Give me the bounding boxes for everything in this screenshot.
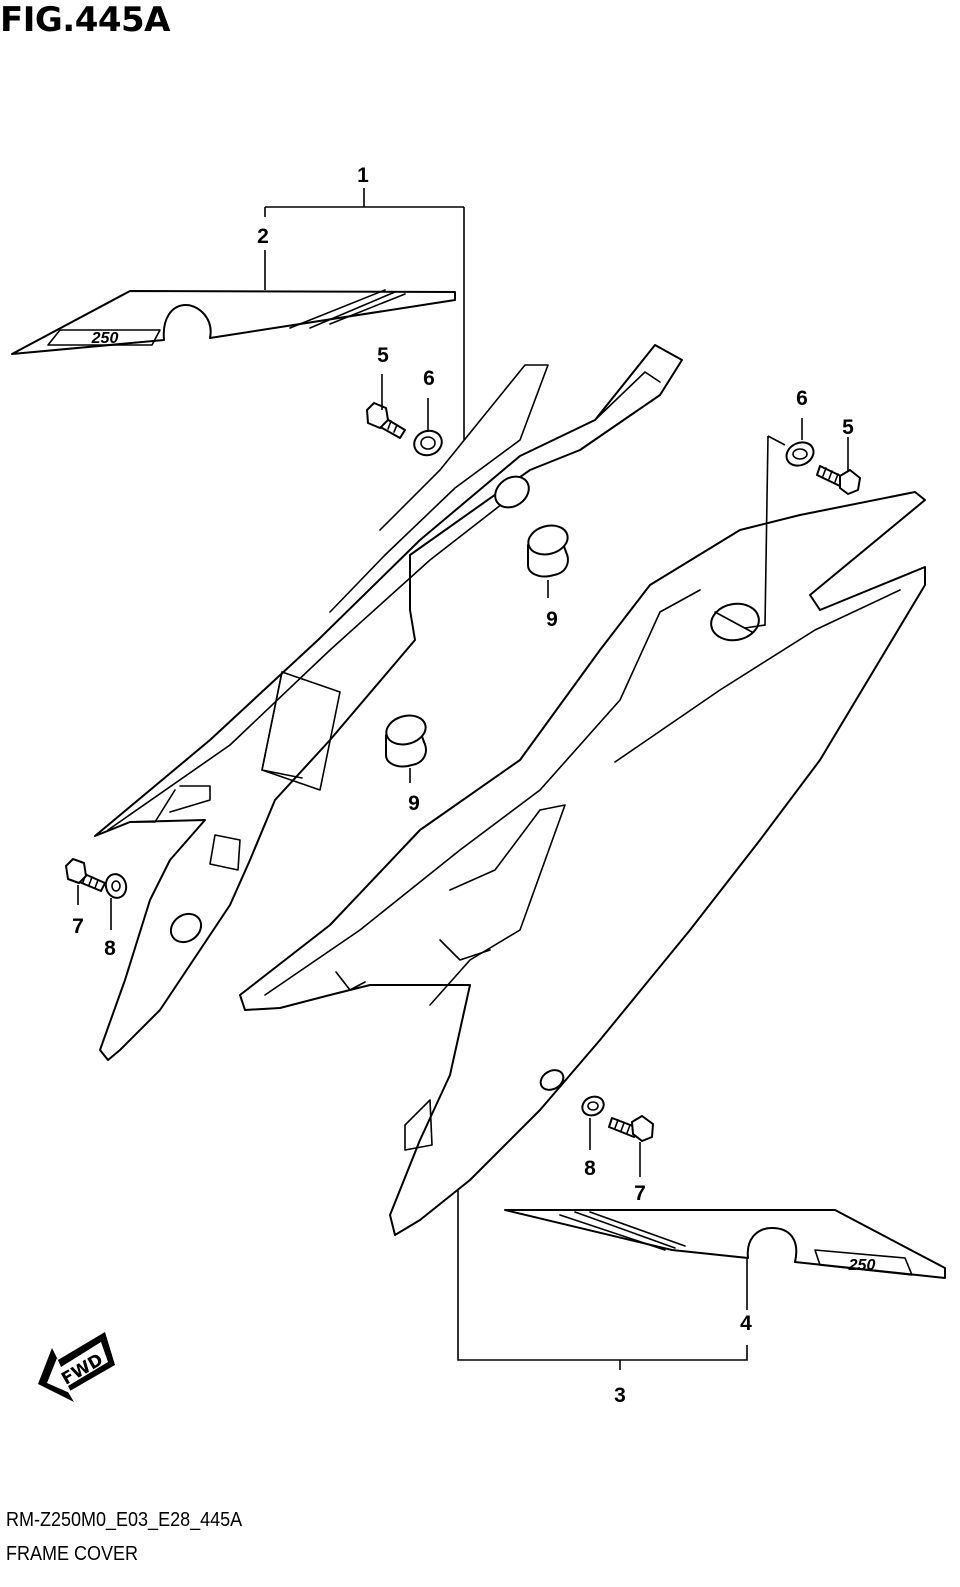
figure-title: FIG.445A <box>0 0 170 40</box>
callout-4: 4 <box>740 1312 752 1335</box>
callout-6-left: 6 <box>423 367 435 390</box>
callout-9-upper: 9 <box>546 608 558 631</box>
fwd-arrow-icon: FWD <box>38 1332 115 1402</box>
decal-right-4[interactable]: 250 <box>504 1209 946 1279</box>
figure-name: FRAME COVER <box>6 1543 139 1565</box>
washer-6-right[interactable] <box>783 438 818 470</box>
callout-labels: 1 2 5 6 6 5 9 9 7 8 8 7 4 3 <box>72 164 854 1407</box>
callout-8-right: 8 <box>584 1157 596 1180</box>
bolt-7-left[interactable] <box>65 858 106 892</box>
callout-3: 3 <box>614 1384 626 1407</box>
callout-6-right: 6 <box>796 387 808 410</box>
bolt-7-right[interactable] <box>608 1115 654 1142</box>
callout-5-left: 5 <box>377 344 389 367</box>
callout-1: 1 <box>357 164 369 187</box>
bolt-5-left[interactable] <box>366 402 406 439</box>
washer-8-right[interactable] <box>579 1093 607 1119</box>
figure-code: RM-Z250M0_E03_E28_445A <box>6 1509 243 1531</box>
bracket-assembly-3 <box>457 1190 748 1370</box>
collar-9-upper[interactable] <box>525 521 571 578</box>
collar-9-lower[interactable] <box>383 711 429 768</box>
decal-left-2[interactable]: 250 <box>11 289 456 355</box>
decal-logo-left: 250 <box>91 330 119 347</box>
washer-8-left[interactable] <box>103 872 129 900</box>
callout-8-left: 8 <box>104 937 116 960</box>
washer-6-left[interactable] <box>411 427 446 459</box>
callout-7-left: 7 <box>72 915 84 938</box>
frame-cover-right[interactable] <box>239 491 926 1236</box>
frame-cover-left[interactable] <box>94 344 683 1061</box>
bolt-5-right[interactable] <box>816 465 861 495</box>
decal-logo-right: 250 <box>848 1257 876 1274</box>
leader-lines <box>77 374 849 1177</box>
callout-7-right: 7 <box>634 1182 646 1205</box>
callout-5-right: 5 <box>842 416 854 439</box>
callout-9-lower: 9 <box>408 792 420 815</box>
callout-2: 2 <box>257 225 269 248</box>
bracket-assembly-1 <box>264 188 465 440</box>
